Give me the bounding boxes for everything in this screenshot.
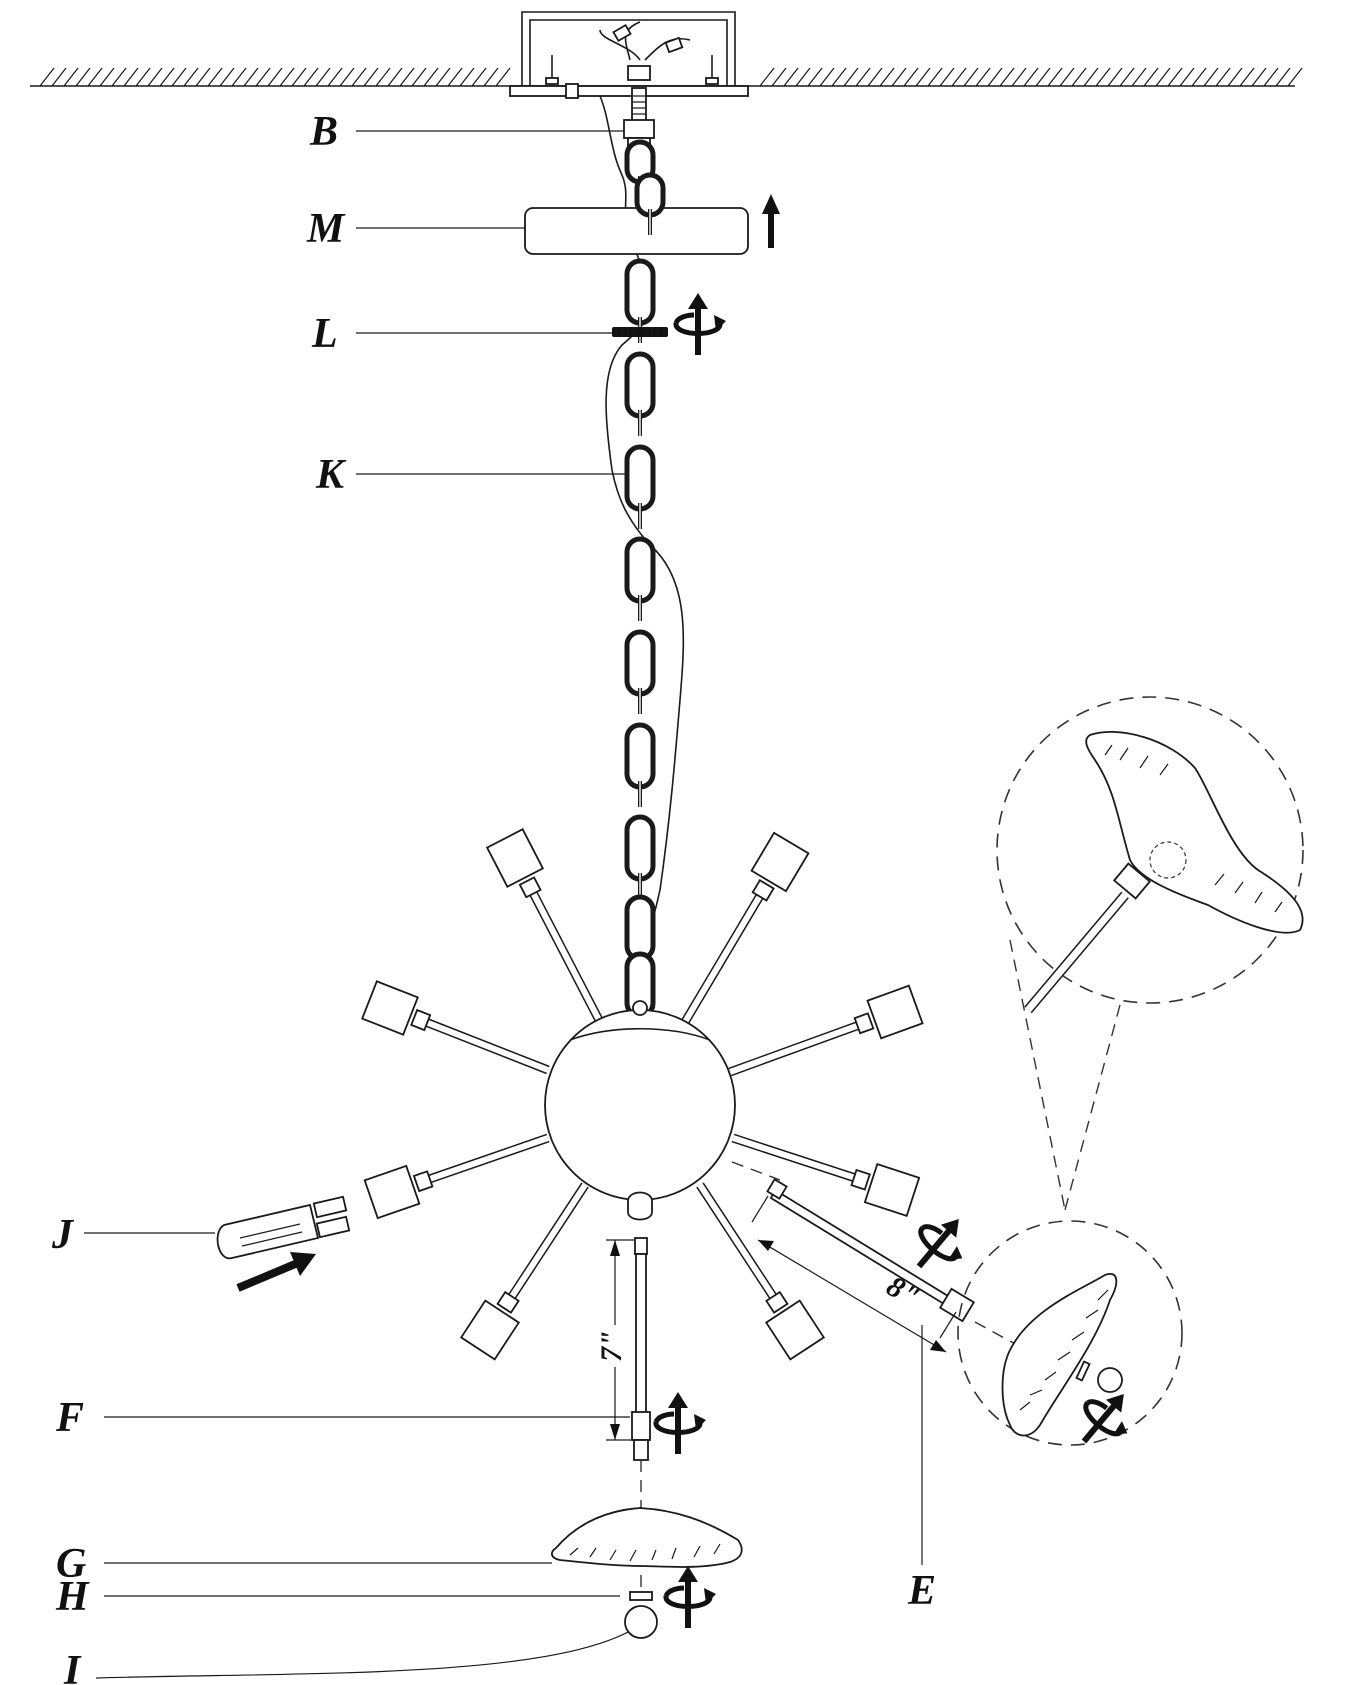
- label-b: B: [309, 109, 338, 155]
- arm-socket: [681, 831, 810, 1025]
- arm-socket: [459, 1182, 589, 1361]
- chain-k: [624, 139, 666, 1036]
- central-sphere: [544, 1000, 736, 1221]
- label-m: M: [306, 206, 346, 252]
- dimension-7in: 7": [595, 1239, 634, 1441]
- ceiling: [30, 67, 1303, 87]
- dimension-8in-label: 8": [881, 1270, 925, 1315]
- arm-socket: [696, 1182, 826, 1361]
- arm-socket: [485, 828, 604, 1025]
- bulb-i: [624, 1605, 658, 1639]
- chain-link: [624, 351, 656, 436]
- threaded-pipe: [623, 87, 655, 147]
- arm-socket: [361, 980, 550, 1075]
- diagonal-arrow-icon: [236, 1252, 316, 1292]
- chain-link: [624, 536, 656, 621]
- canopy-cover-m: [524, 207, 749, 255]
- chain-link: [624, 722, 656, 807]
- rotate-icon: [653, 1392, 706, 1454]
- arms: [361, 828, 924, 1361]
- chain-link: [634, 172, 666, 235]
- washer-h: [629, 1591, 653, 1601]
- rotate-icon: [916, 1218, 963, 1269]
- stem-f: [631, 1237, 651, 1615]
- label-j: J: [51, 1212, 75, 1258]
- detail-view-upper: [996, 696, 1304, 1211]
- arm-socket: [728, 984, 924, 1077]
- label-i: I: [63, 1648, 82, 1685]
- arm-socket: [363, 1133, 550, 1220]
- chain-link: [624, 814, 656, 899]
- label-k: K: [315, 452, 347, 498]
- fitting-b: [623, 119, 655, 139]
- rotate-icon: [1081, 1393, 1128, 1444]
- chain-link: [624, 444, 656, 529]
- leader-lines: [84, 130, 923, 1679]
- dimension-7in-label: 7": [595, 1330, 628, 1362]
- label-g: G: [56, 1541, 86, 1587]
- lock-ring-l: [612, 327, 668, 337]
- rotate-icon: [673, 293, 726, 355]
- canopy-box: [509, 11, 749, 99]
- arm-e: [731, 1161, 1031, 1353]
- arm-socket: [731, 1133, 921, 1217]
- glass-shade-g: [551, 1507, 743, 1568]
- detail-view-lower: [957, 1220, 1183, 1446]
- label-f: F: [55, 1395, 84, 1441]
- label-h: H: [55, 1574, 90, 1620]
- bulb-j: [216, 1195, 351, 1259]
- rotate-icon: [663, 1566, 716, 1628]
- label-l: L: [311, 311, 338, 357]
- label-e: E: [907, 1568, 936, 1614]
- up-arrow-icon: [762, 194, 780, 248]
- chain-link: [624, 629, 656, 714]
